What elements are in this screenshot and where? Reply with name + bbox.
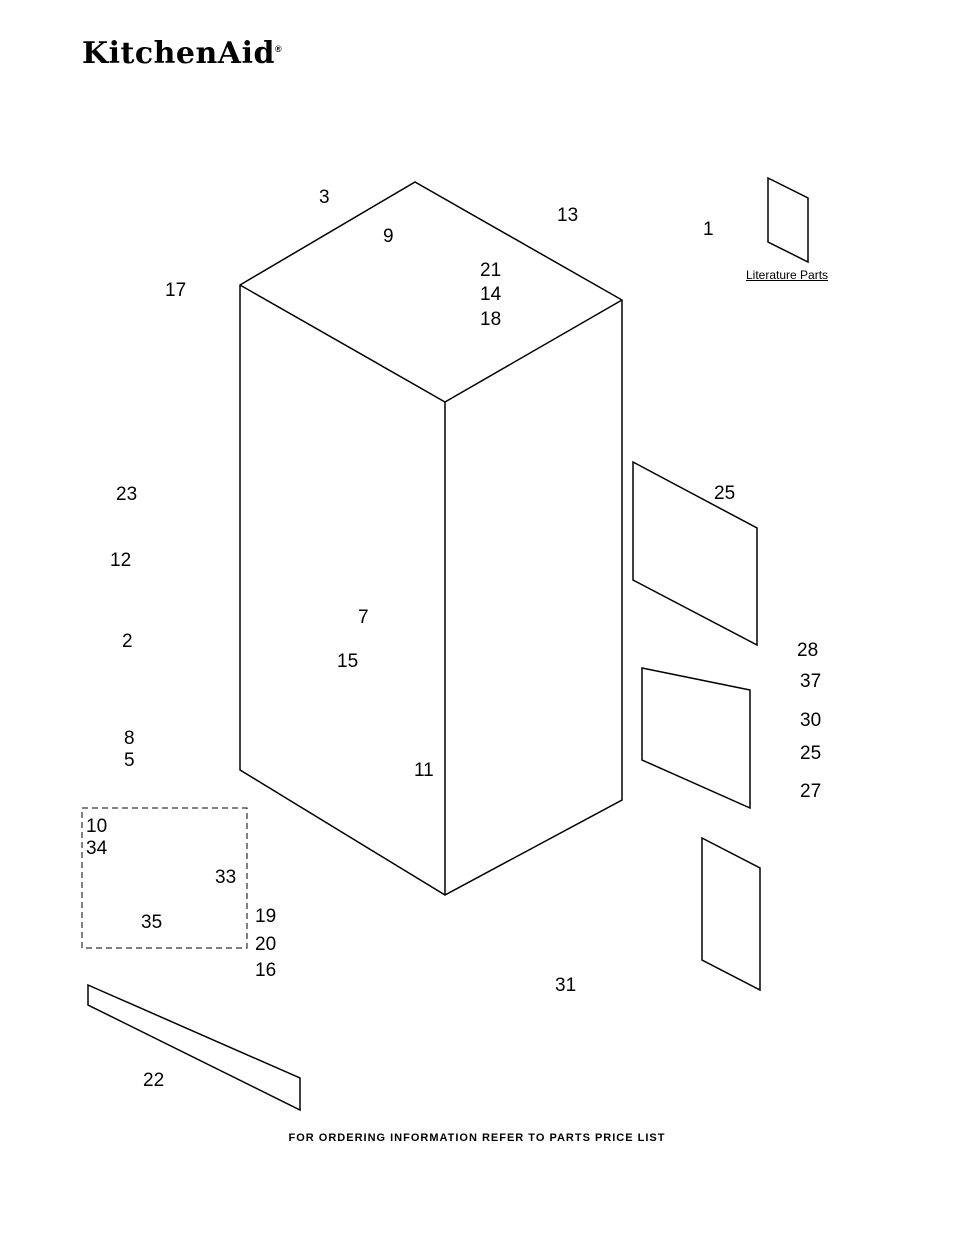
callout-13: 13 xyxy=(557,205,579,226)
callout-7: 7 xyxy=(358,607,369,628)
base-grille xyxy=(87,983,301,1112)
literature-booklet xyxy=(767,176,809,264)
callout-3: 3 xyxy=(319,187,330,208)
callout-22: 22 xyxy=(143,1070,165,1091)
callout-1: 1 xyxy=(703,219,714,240)
callout-20: 20 xyxy=(255,934,277,955)
toe-grille xyxy=(641,667,751,810)
callout-31: 31 xyxy=(555,975,577,996)
brand-mark: ® xyxy=(274,44,283,54)
callout-34: 34 xyxy=(86,838,108,859)
brand-logo: KitchenAid® xyxy=(82,36,282,71)
callout-30: 30 xyxy=(800,710,822,731)
rear-access-panel xyxy=(701,836,761,992)
assembly-group-box xyxy=(81,807,248,949)
callout-2: 2 xyxy=(122,631,133,652)
cabinet-top-edge xyxy=(444,299,623,403)
callout-16: 16 xyxy=(255,960,277,981)
callout-28: 28 xyxy=(797,640,819,661)
callout-23: 23 xyxy=(116,484,138,505)
callout-17: 17 xyxy=(165,280,187,301)
callout-19: 19 xyxy=(255,906,277,927)
callout-25-bottom: 25 xyxy=(800,743,822,764)
cabinet-outline xyxy=(239,181,623,896)
callout-33: 33 xyxy=(215,867,237,888)
callout-35: 35 xyxy=(141,912,163,933)
callout-9: 9 xyxy=(383,226,394,247)
callout-14: 14 xyxy=(480,284,502,305)
callout-18: 18 xyxy=(480,309,502,330)
callout-21: 21 xyxy=(480,260,502,281)
grille-panel xyxy=(632,460,758,647)
callout-15: 15 xyxy=(337,651,359,672)
cabinet-front-edge xyxy=(239,284,446,895)
literature-parts-link[interactable]: Literature Parts xyxy=(746,268,829,282)
callout-37: 37 xyxy=(800,671,822,692)
callout-11: 11 xyxy=(414,760,434,781)
callout-5: 5 xyxy=(124,750,135,771)
callout-10: 10 xyxy=(86,816,108,837)
callout-27: 27 xyxy=(800,781,822,802)
callout-12: 12 xyxy=(110,550,132,571)
callout-25-top: 25 xyxy=(714,483,736,504)
callout-8: 8 xyxy=(124,728,135,749)
brand-name: KitchenAid xyxy=(82,36,275,71)
footer-note: FOR ORDERING INFORMATION REFER TO PARTS … xyxy=(288,1132,666,1144)
